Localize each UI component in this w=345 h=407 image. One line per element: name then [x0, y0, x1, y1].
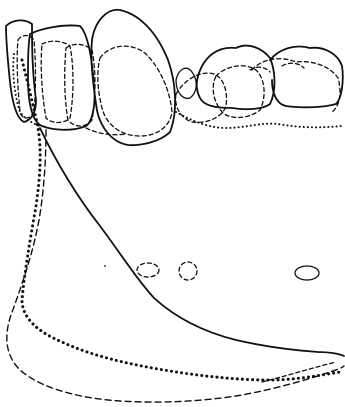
foramen-dashed-2: [179, 262, 197, 280]
front-tooth-solid: [6, 20, 36, 122]
foramen-solid: [295, 266, 319, 280]
first-molar-crown-solid: [197, 46, 275, 110]
mandible-outline-solid: [40, 128, 344, 356]
incisor-dashed: [41, 41, 73, 122]
molar-dashed: [252, 59, 340, 112]
teeth-dashed: [17, 36, 340, 137]
teeth-solid: [6, 10, 343, 145]
dotted-gum-line: [176, 112, 342, 128]
foramina: [137, 262, 319, 280]
canine-dashed: [98, 46, 172, 136]
incisor-crown-solid: [28, 25, 95, 129]
speck: [104, 265, 106, 267]
mandible-outline-dashed: [7, 130, 344, 402]
mandible-outline-dotted: [22, 60, 340, 380]
second-molar-crown-solid: [270, 47, 343, 108]
premolar-crown-solid: [176, 68, 196, 98]
foramen-dashed-1: [137, 263, 159, 277]
